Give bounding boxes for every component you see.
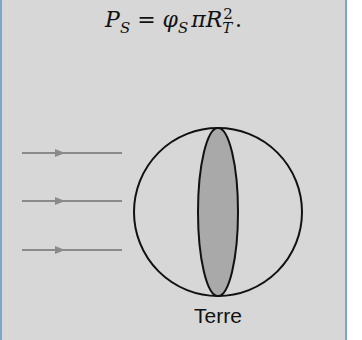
formula-part: 2: [223, 5, 233, 23]
sun-rays: [22, 153, 122, 250]
earth-circle: [134, 128, 302, 296]
earth-label: Terre: [194, 304, 242, 328]
formula-part: πR: [191, 7, 222, 32]
formula-part: P: [105, 7, 120, 32]
formula-part: S: [178, 19, 188, 37]
cross-section-disk: [198, 128, 238, 296]
formula-part: S: [120, 19, 130, 37]
formula-part: = φ: [130, 7, 178, 32]
power-formula: PS = φSπRT2.: [0, 0, 347, 42]
formula-part: .: [235, 7, 242, 32]
